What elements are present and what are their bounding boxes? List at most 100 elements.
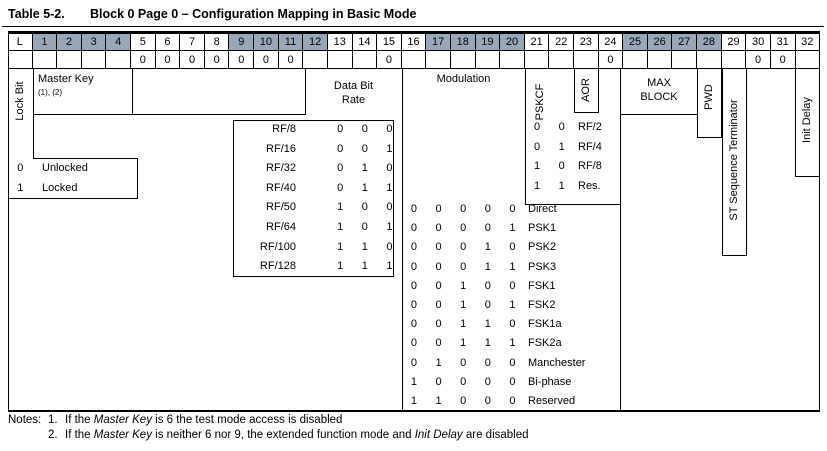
note-segment: Master Key bbox=[93, 429, 152, 441]
preset-bit-cell: 0 bbox=[205, 51, 230, 68]
preset-bit-cell bbox=[500, 51, 525, 68]
note-number: 1. bbox=[48, 414, 58, 426]
bit-column-header: 30 bbox=[746, 34, 771, 50]
data-bit-rate-row-label: RF/100 bbox=[259, 240, 296, 253]
master-key-note-ref: (1), (2) bbox=[38, 88, 62, 97]
modulation-bit: 0 bbox=[410, 222, 418, 235]
lock-option-bit: 1 bbox=[17, 181, 24, 194]
data-bit-rate-bit: 1 bbox=[386, 260, 393, 273]
bit-column-header: 16 bbox=[402, 34, 427, 50]
modulation-bit: 1 bbox=[484, 337, 491, 350]
preset-bit-cell bbox=[328, 51, 353, 68]
pskcf-row-label: Res. bbox=[578, 179, 601, 192]
max-block-label-line1: MAX bbox=[647, 77, 671, 89]
bit-column-header: 11 bbox=[278, 34, 304, 50]
modulation-row-label: PSK1 bbox=[528, 222, 557, 235]
modulation-bit: 1 bbox=[410, 375, 418, 388]
data-bit-rate-bit: 1 bbox=[386, 142, 393, 155]
modulation-bit: 0 bbox=[460, 260, 467, 273]
modulation-bit: 0 bbox=[484, 356, 491, 369]
modulation-bit: 0 bbox=[509, 375, 516, 388]
modulation-bit: 0 bbox=[509, 395, 516, 407]
note-segment: is neither 6 nor 9, the extended functio… bbox=[151, 429, 415, 441]
modulation-bit: 0 bbox=[484, 222, 491, 235]
st-sequence-terminator-label: ST Sequence Terminator bbox=[728, 99, 740, 221]
bit-column-header: 15 bbox=[377, 34, 402, 50]
lock-option-bit: 0 bbox=[17, 162, 24, 174]
note-segment: are disabled bbox=[462, 429, 529, 441]
pskcf-bit: 1 bbox=[533, 179, 541, 192]
bit-column-header: 13 bbox=[328, 34, 353, 50]
bit-column-header: 9 bbox=[229, 34, 255, 50]
modulation-bit: 1 bbox=[435, 395, 442, 407]
bit-column-header: 21 bbox=[525, 34, 550, 50]
pskcf-row-label: RF/4 bbox=[578, 140, 602, 153]
modulation-bit: 1 bbox=[410, 395, 418, 407]
data-bit-rate-bit: 0 bbox=[337, 162, 344, 175]
modulation-row-label: Direct bbox=[528, 203, 557, 215]
preset-bit-cell bbox=[426, 51, 451, 68]
title-rule bbox=[2, 26, 824, 27]
preset-bit-cell bbox=[722, 51, 747, 68]
init-delay-box bbox=[794, 69, 820, 177]
data-bit-rate-value-box bbox=[233, 120, 394, 277]
st-terminator-box bbox=[721, 69, 747, 256]
modulation-bit: 1 bbox=[460, 279, 467, 292]
max-block-label: MAX BLOCK bbox=[620, 76, 698, 104]
data-bit-rate-row-label: RF/32 bbox=[266, 162, 296, 175]
bit-column-header: 18 bbox=[450, 34, 476, 50]
preset-bit-cell: 0 bbox=[771, 51, 796, 68]
data-bit-rate-bit: 1 bbox=[361, 240, 368, 253]
modulation-bit: 0 bbox=[484, 299, 491, 311]
data-bit-rate-row-label: RF/16 bbox=[266, 142, 296, 155]
preset-bit-cell: 0 bbox=[746, 51, 771, 68]
modulation-bit: 0 bbox=[410, 356, 418, 369]
modulation-bit: 0 bbox=[410, 241, 418, 254]
preset-bit-cell bbox=[574, 51, 599, 68]
modulation-bit: 1 bbox=[509, 222, 516, 235]
data-bit-rate-label: Data Bit Rate bbox=[305, 79, 402, 107]
pskcf-bit: 1 bbox=[558, 140, 565, 153]
modulation-bit: 1 bbox=[484, 241, 491, 254]
bit-column-header: 27 bbox=[672, 34, 698, 50]
bit-column-header: 22 bbox=[549, 34, 575, 50]
pskcf-row-label: RF/8 bbox=[578, 160, 602, 173]
preset-bit-cell: 0 bbox=[180, 51, 205, 68]
data-bit-rate-bit: 1 bbox=[337, 221, 344, 233]
note-text: If the Master Key is 6 the test mode acc… bbox=[65, 414, 342, 426]
data-bit-rate-bit: 0 bbox=[337, 181, 344, 194]
preset-bit-cell: 0 bbox=[254, 51, 279, 68]
data-bit-rate-bit: 0 bbox=[361, 123, 368, 135]
table-left-border bbox=[8, 34, 9, 410]
modulation-bit: 0 bbox=[435, 299, 442, 311]
modulation-bit: 1 bbox=[509, 299, 516, 311]
bit-column-header: 28 bbox=[697, 34, 722, 50]
data-bit-rate-bit: 1 bbox=[386, 181, 393, 194]
modulation-bit: 1 bbox=[460, 337, 467, 350]
pwd-label: PWD bbox=[703, 84, 715, 110]
pskcf-bit: 0 bbox=[533, 140, 541, 153]
data-bit-rate-bit: 0 bbox=[361, 221, 368, 233]
bit-column-header: 1 bbox=[32, 34, 58, 50]
modulation-bit: 0 bbox=[410, 318, 418, 331]
modulation-row-label: Reserved bbox=[528, 395, 576, 407]
data-bit-rate-row-label: RF/128 bbox=[259, 260, 296, 273]
modulation-bit: 0 bbox=[435, 279, 442, 292]
modulation-row-label: FSK2a bbox=[528, 337, 562, 350]
modulation-bit: 0 bbox=[435, 222, 442, 235]
modulation-bit: 1 bbox=[509, 260, 516, 273]
data-bit-rate-bit: 0 bbox=[337, 123, 344, 135]
modulation-bit: 1 bbox=[460, 318, 467, 331]
preset-bit-cell bbox=[106, 51, 132, 68]
lock-bit-label: Lock Bit bbox=[14, 81, 26, 121]
modulation-bit: 0 bbox=[435, 318, 442, 331]
modulation-bit: 0 bbox=[410, 203, 418, 215]
modulation-right-border bbox=[620, 69, 621, 410]
modulation-bit: 0 bbox=[410, 337, 418, 350]
bit-column-header: 6 bbox=[156, 34, 181, 50]
table-top-border bbox=[8, 31, 820, 34]
bit-column-header: 25 bbox=[623, 34, 648, 50]
bit-column-header: 26 bbox=[647, 34, 673, 50]
modulation-bit: 0 bbox=[460, 241, 467, 254]
